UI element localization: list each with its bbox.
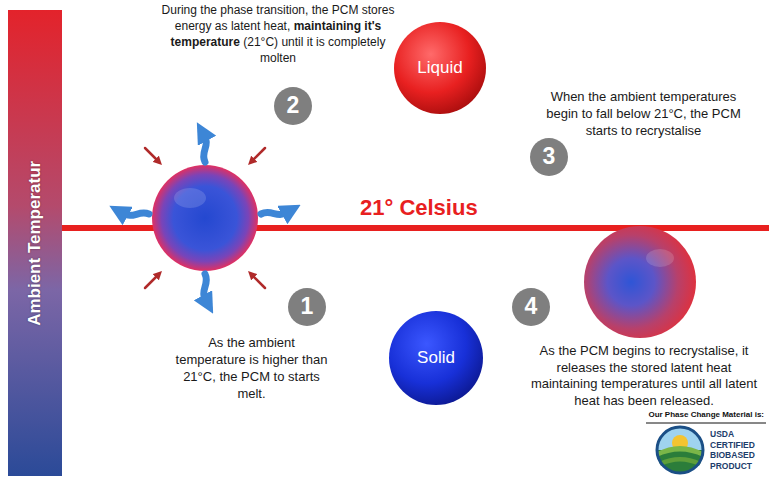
logo-field	[657, 446, 703, 457]
sphere-highlight	[646, 249, 674, 267]
logo-field	[659, 457, 701, 466]
node-label: Liquid	[417, 59, 462, 78]
node-label: 2	[287, 93, 300, 118]
heat-arrow	[124, 213, 149, 216]
node-label: 4	[525, 294, 538, 319]
sphere-highlight	[174, 188, 206, 208]
callout-number: 2	[274, 87, 312, 125]
step-note: As the PCM begins to recrystalise, it re…	[524, 343, 764, 409]
step-note: During the phase transition, the PCM sto…	[160, 2, 396, 66]
callout-number-fill	[530, 138, 568, 176]
node-label: 1	[301, 294, 314, 319]
threshold-label: 21° Celsius	[360, 195, 478, 220]
solid-sphere: Solid	[389, 311, 483, 405]
heat-arrow	[253, 148, 265, 160]
heat-out-arrows	[124, 137, 286, 299]
heat-arrow	[204, 274, 207, 299]
callout-number: 3	[530, 138, 568, 176]
liquid-sphere-fill	[394, 22, 486, 114]
callout-number-fill	[288, 288, 326, 326]
axis-label: Ambient Temperatur	[26, 161, 45, 326]
temperature-band-fill	[8, 10, 62, 476]
callout-number: 4	[512, 288, 550, 326]
heat-arrow	[145, 148, 157, 160]
callout-number: 1	[288, 288, 326, 326]
recrystallising-sphere	[584, 226, 696, 338]
solid-sphere-fill	[389, 311, 483, 405]
step-note: When the ambient temperatures begin to f…	[536, 88, 751, 139]
usda-logo	[646, 423, 766, 473]
heat-arrow	[253, 276, 265, 288]
heat-arrow	[204, 137, 207, 162]
node-label: Solid	[417, 349, 455, 368]
step-note: As the ambient temperature is higher tha…	[173, 334, 330, 402]
heat-arrow	[261, 212, 286, 214]
node-label: 3	[543, 144, 556, 169]
heat-in-arrows	[145, 148, 265, 288]
note-text: (21°C) until it is completely molten	[243, 35, 385, 65]
recrystallising-sphere-body	[584, 226, 696, 338]
logo-rule	[646, 423, 766, 424]
callout-number-fill	[274, 87, 312, 125]
temperature-band: Ambient Temperatur	[8, 10, 62, 476]
liquid-sphere: Liquid	[394, 22, 486, 114]
melting-sphere-body	[152, 165, 258, 271]
heat-arrow	[145, 276, 157, 288]
logo-text: USDA CERTIFIED BIOBASED PRODUCT	[710, 429, 764, 471]
logo-caption: Our Phase Change Material is:	[648, 410, 764, 419]
melting-sphere	[152, 165, 258, 271]
callout-number-fill	[512, 288, 550, 326]
logo-disc	[657, 427, 703, 473]
logo-ring	[657, 427, 703, 473]
